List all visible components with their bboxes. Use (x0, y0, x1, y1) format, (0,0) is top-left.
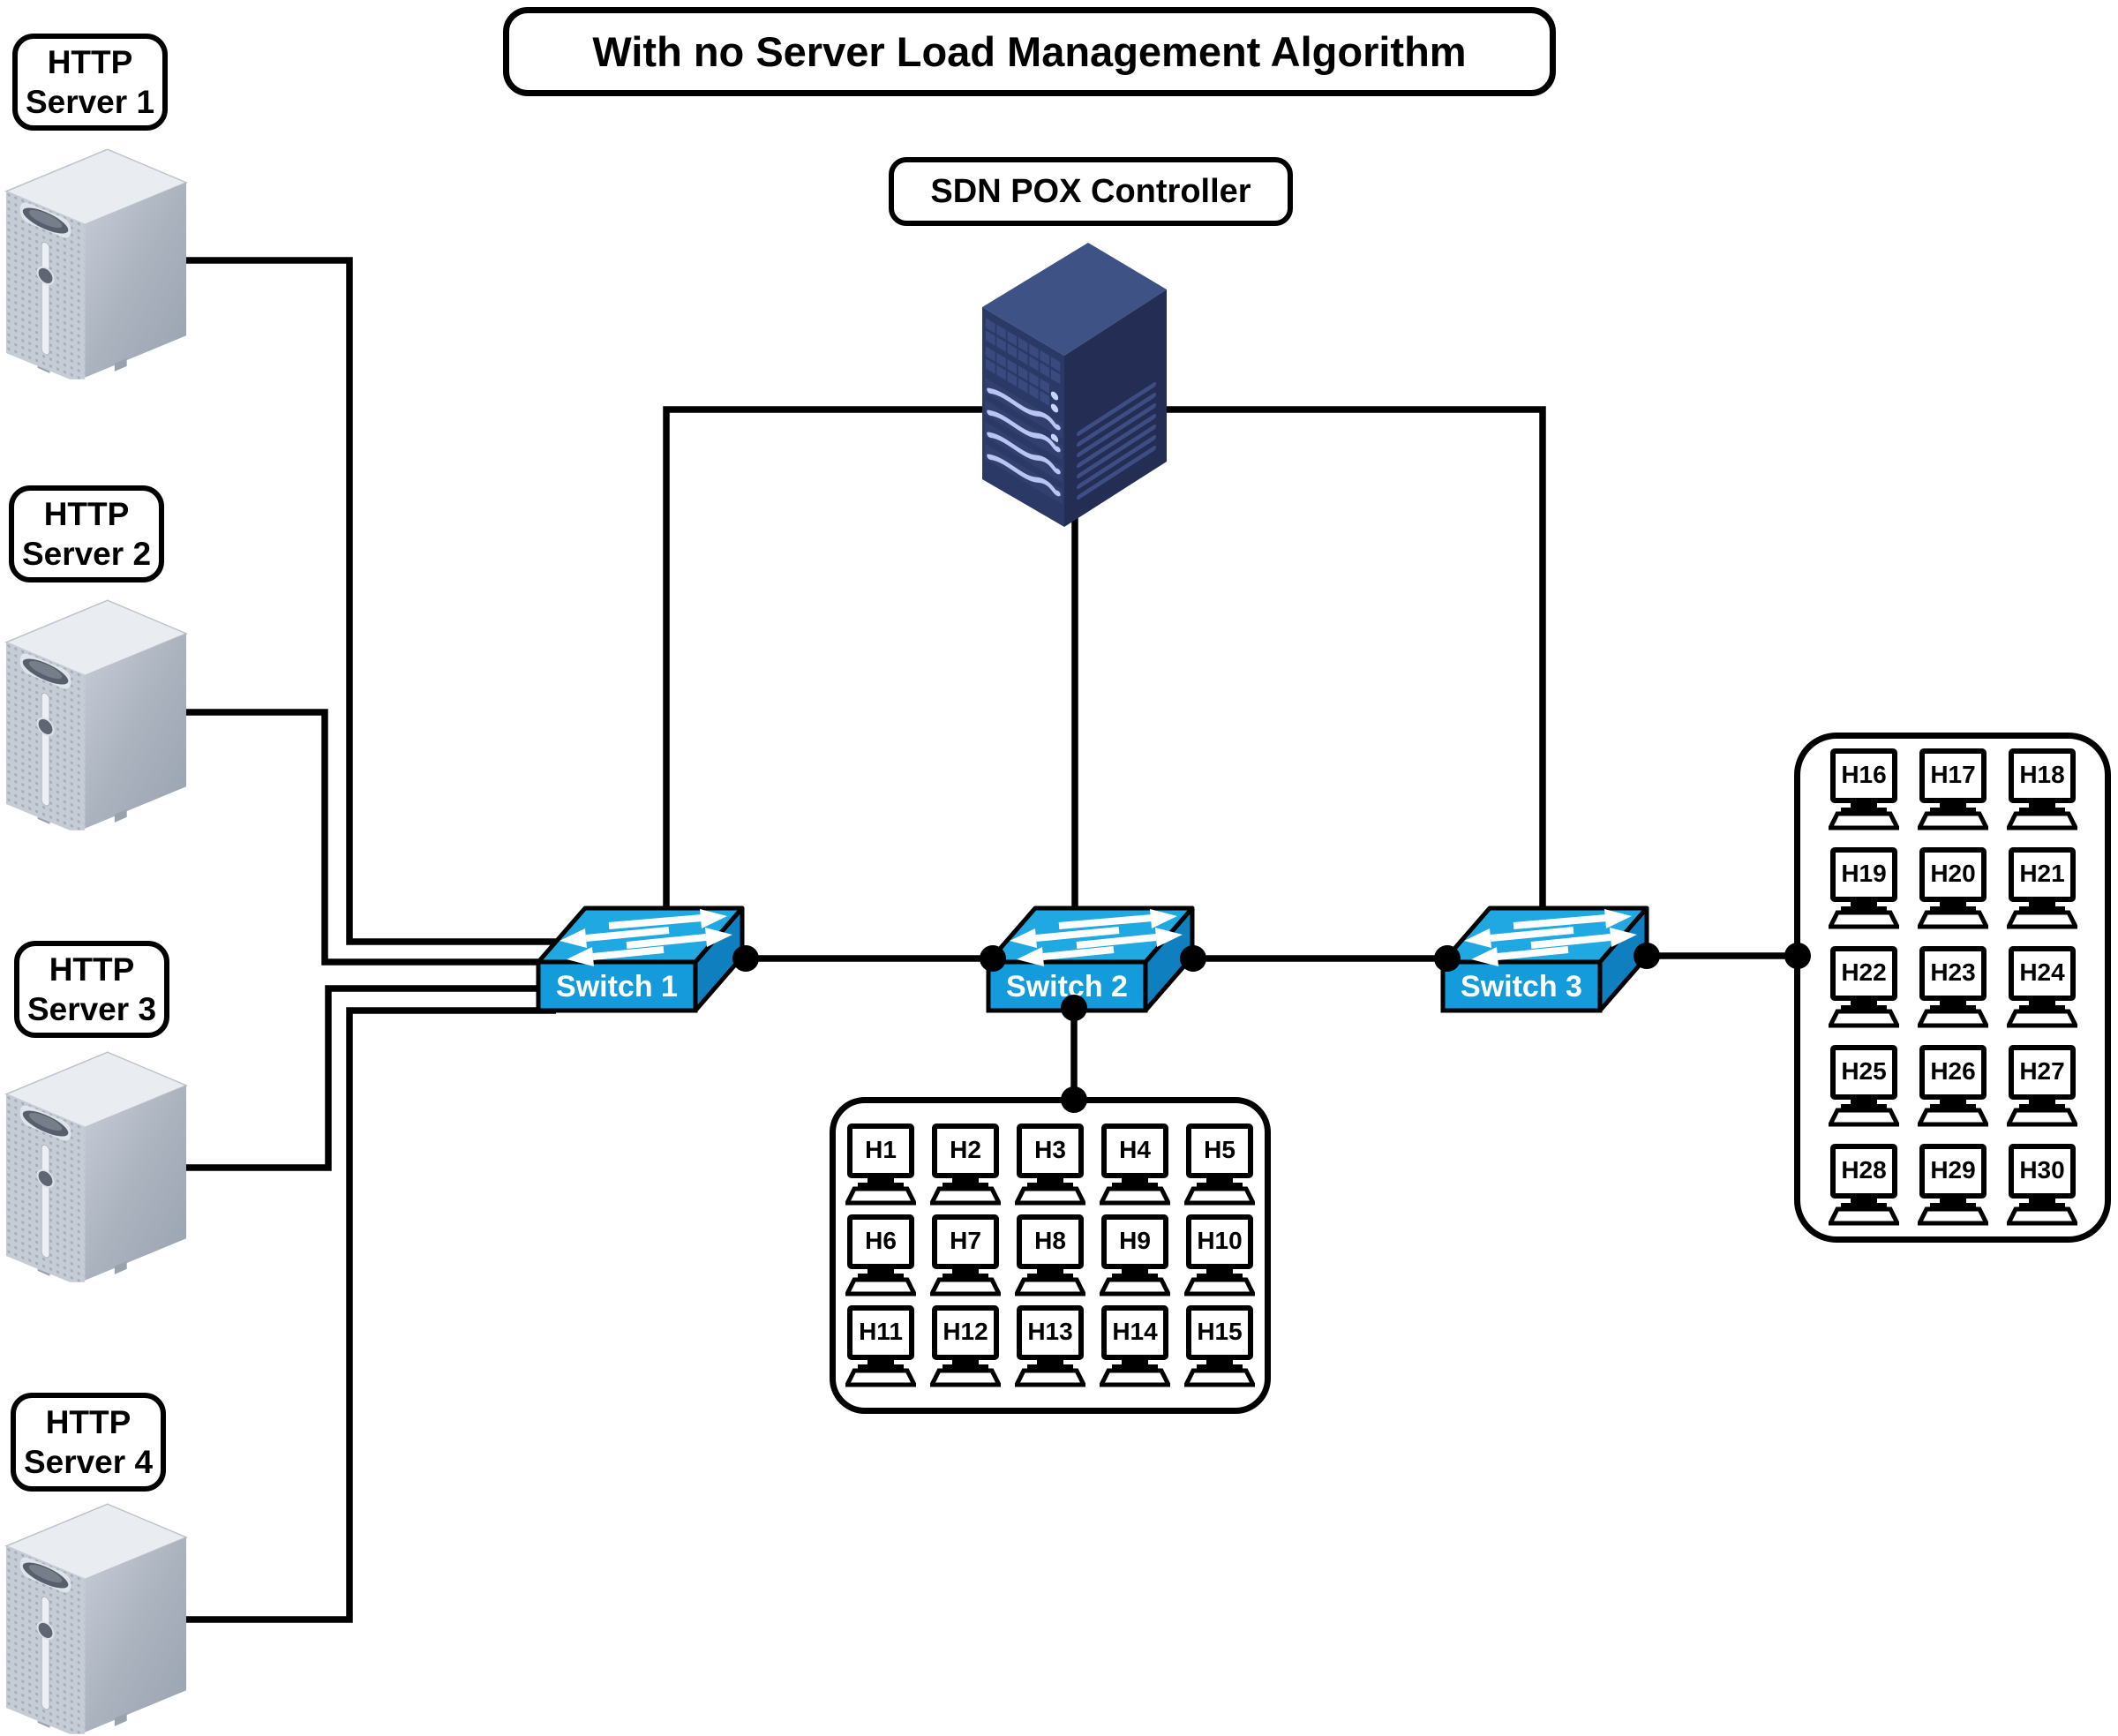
host-label: H30 (2019, 1156, 2064, 1184)
switch-2-label: Switch 2 (1006, 970, 1128, 1003)
host-label: H1 (865, 1136, 897, 1163)
host-label: H8 (1034, 1227, 1066, 1254)
host-label: H29 (1930, 1156, 1975, 1184)
switch-1-icon: Switch 1 (530, 905, 759, 1019)
host-monitor-icon: H23 (1918, 946, 1988, 1029)
host-monitor-icon: H2 (930, 1124, 1001, 1206)
server-4-tower-icon (3, 1502, 191, 1734)
switch-3-icon: Switch 3 (1434, 905, 1664, 1019)
controller-label: SDN POX Controller (889, 157, 1293, 226)
server-2-label-line2: Server 2 (21, 536, 152, 572)
server-2-tower-icon (3, 598, 191, 830)
host-monitor-icon: H13 (1015, 1305, 1085, 1388)
host-monitor-icon: H25 (1829, 1045, 1899, 1128)
host-label: H12 (943, 1318, 988, 1345)
host-monitor-icon: H28 (1829, 1144, 1899, 1227)
host-monitor-icon: H14 (1100, 1305, 1170, 1388)
host-monitor-icon: H1 (845, 1124, 916, 1206)
server-1-tower-icon (3, 147, 191, 380)
server-4-label-line1: HTTP (45, 1403, 131, 1440)
host-label: H14 (1112, 1318, 1158, 1345)
host-monitor-icon: H6 (845, 1214, 916, 1297)
host-monitor-icon: H20 (1918, 847, 1988, 930)
server-3-label-line1: HTTP (49, 951, 135, 988)
host-label: H19 (1841, 860, 1886, 887)
host-monitor-icon: H16 (1829, 748, 1899, 831)
host-label: H20 (1930, 860, 1975, 887)
host-monitor-icon: H11 (845, 1305, 916, 1388)
controller-top-face (982, 243, 1167, 356)
controller-label-text: SDN POX Controller (930, 172, 1251, 210)
server-2-label-line1: HTTP (43, 495, 130, 532)
host-monitor-icon: H29 (1918, 1144, 1988, 1227)
host-monitor-icon: H18 (2007, 748, 2077, 831)
host-group-1: H1 H2 H3 H4 H5 H6 H7 H8 H9 H10 H11 H12 H… (830, 1097, 1271, 1414)
host-label: H21 (2019, 860, 2064, 887)
host-monitor-icon: H8 (1015, 1214, 1085, 1297)
link-server3-switch1 (181, 985, 556, 1171)
link-controller-switch1 (663, 406, 987, 922)
host-monitor-icon: H22 (1829, 946, 1899, 1029)
host-label: H23 (1930, 958, 1975, 986)
host-label: H24 (2019, 958, 2065, 986)
link-server4-switch1 (181, 1007, 556, 1623)
host-monitor-icon: H4 (1100, 1124, 1170, 1206)
server-1-label-line1: HTTP (47, 43, 133, 80)
host-label: H3 (1034, 1136, 1066, 1163)
host-monitor-icon: H12 (930, 1305, 1001, 1388)
switch-1-label: Switch 1 (556, 970, 678, 1003)
server-4-label-line2: Server 4 (23, 1444, 154, 1480)
host-monitor-icon: H26 (1918, 1045, 1988, 1128)
host-label: H25 (1841, 1057, 1886, 1085)
host-monitor-icon: H15 (1184, 1305, 1255, 1388)
host-monitor-icon: H10 (1184, 1214, 1255, 1297)
diagram-title: With no Server Load Management Algorithm (503, 7, 1556, 96)
controller-side-vents (1077, 381, 1156, 500)
controller-tower-icon (982, 243, 1167, 527)
host-monitor-icon: H24 (2007, 946, 2077, 1029)
server-3-label-line2: Server 3 (26, 991, 157, 1027)
host-label: H17 (1930, 761, 1975, 788)
server-2-label: HTTP Server 2 (9, 485, 164, 582)
host-label: H6 (865, 1227, 897, 1254)
host-label: H16 (1841, 761, 1886, 788)
host-label: H10 (1197, 1227, 1242, 1254)
switch-2-icon: Switch 2 (980, 905, 1209, 1019)
server-3-label: HTTP Server 3 (14, 941, 169, 1038)
link-controller-switch3 (1167, 406, 1546, 922)
server-1-label-line2: Server 1 (25, 84, 155, 120)
host-monitor-icon: H5 (1184, 1124, 1255, 1206)
host-label: H13 (1027, 1318, 1072, 1345)
host-label: H5 (1204, 1136, 1236, 1163)
host-label: H4 (1119, 1136, 1151, 1163)
server-4-label: HTTP Server 4 (11, 1393, 166, 1492)
host-label: H2 (950, 1136, 981, 1163)
host-monitor-icon: H30 (2007, 1144, 2077, 1227)
host-label: H18 (2019, 761, 2064, 788)
host-monitor-icon: H9 (1100, 1214, 1170, 1297)
server-3-tower-icon (3, 1050, 191, 1282)
server-1-label: HTTP Server 1 (12, 34, 168, 131)
host-label: H27 (2019, 1057, 2064, 1085)
host-label: H11 (859, 1318, 903, 1345)
host-monitor-icon: H21 (2007, 847, 2077, 930)
host-monitor-icon: H17 (1918, 748, 1988, 831)
link-server2-switch1 (181, 709, 556, 966)
controller-front-details (985, 318, 1063, 505)
host-label: H7 (950, 1227, 981, 1254)
host-label: H28 (1841, 1156, 1886, 1184)
link-server1-switch1 (181, 257, 556, 945)
host-label: H9 (1119, 1227, 1151, 1254)
host-monitor-icon: H7 (930, 1214, 1001, 1297)
diagram-title-text: With no Server Load Management Algorithm (592, 27, 1467, 75)
switch-3-label: Switch 3 (1461, 970, 1582, 1003)
host-monitor-icon: H19 (1829, 847, 1899, 930)
host-label: H15 (1197, 1318, 1242, 1345)
host-label: H22 (1841, 958, 1886, 986)
host-monitor-icon: H27 (2007, 1045, 2077, 1128)
host-group-2: H16 H17 H18 H19 H20 H21 H22 H23 H24 H25 … (1794, 733, 2111, 1243)
host-label: H26 (1930, 1057, 1975, 1085)
host-monitor-icon: H3 (1015, 1124, 1085, 1206)
